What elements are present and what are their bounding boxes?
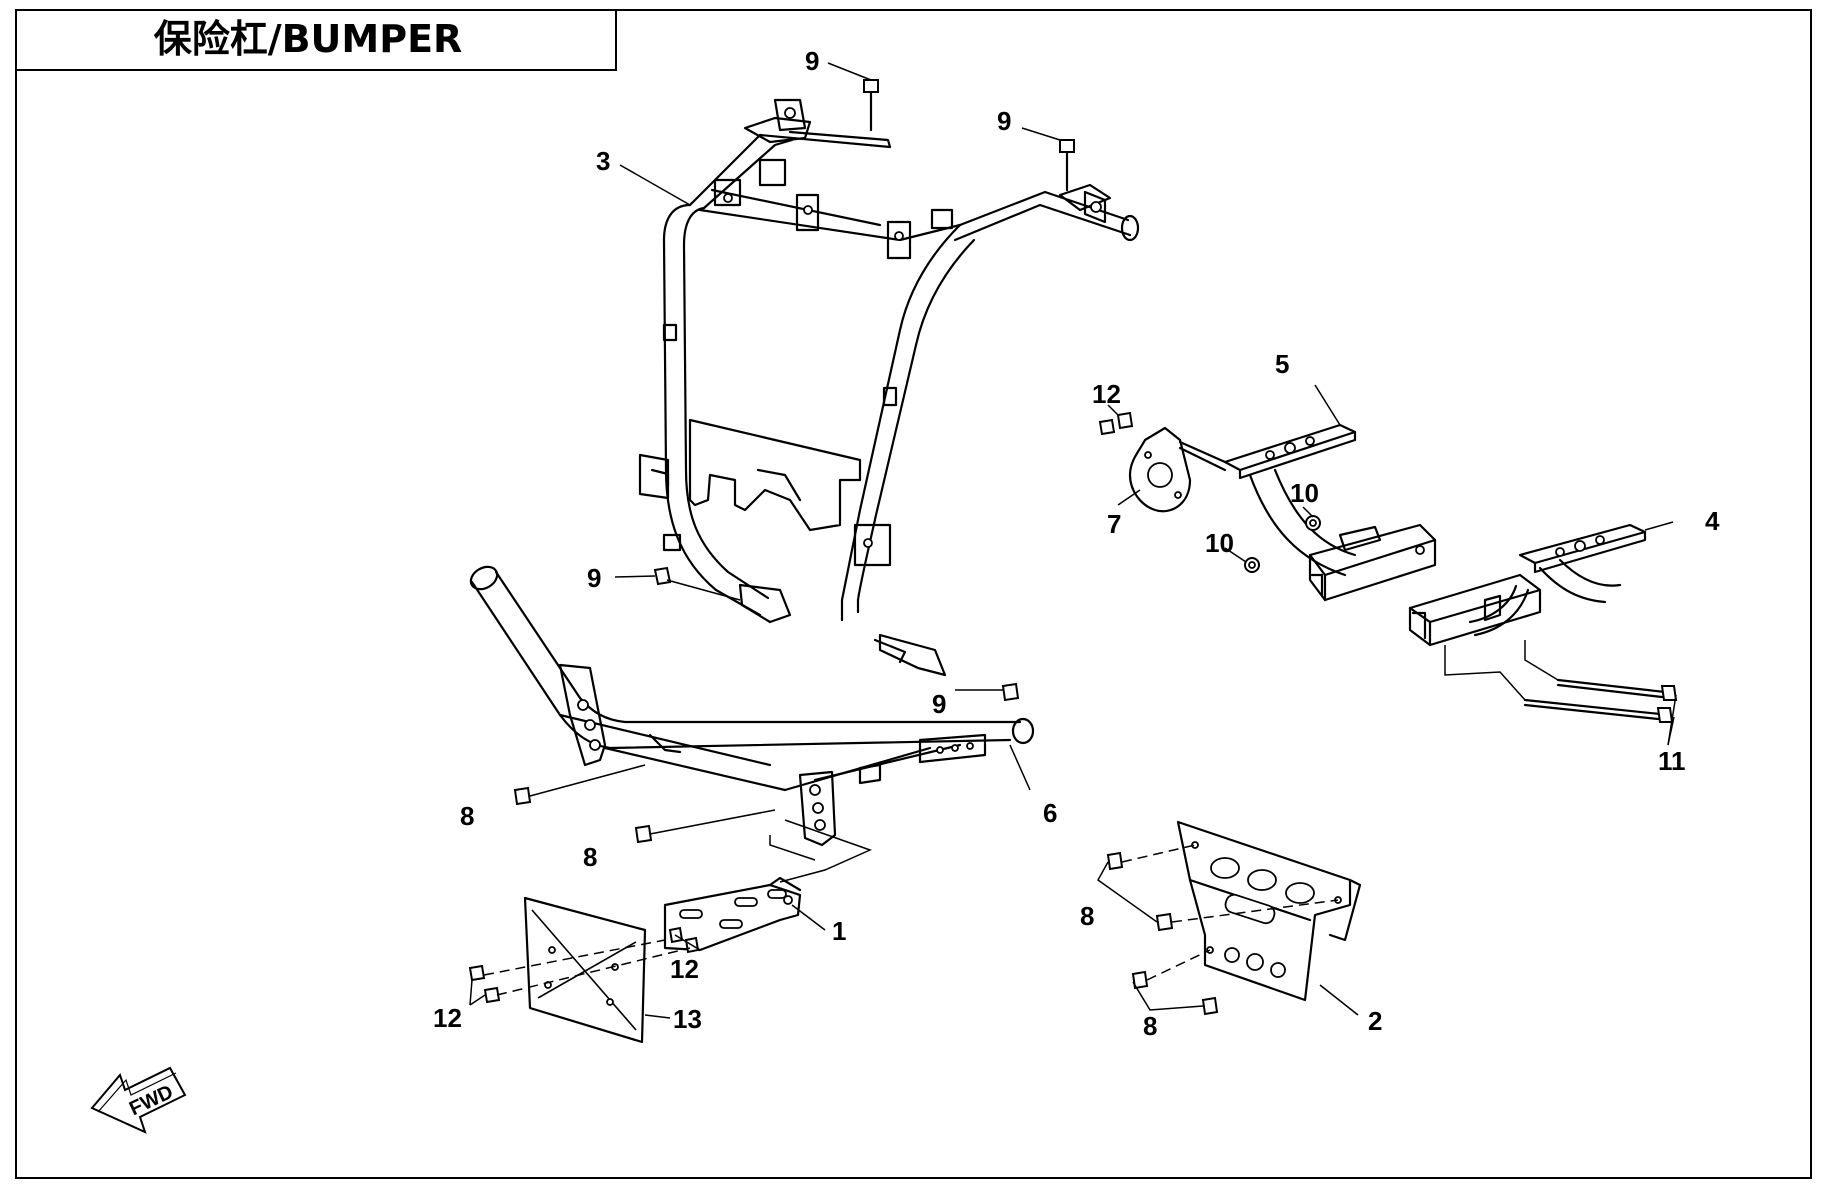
forward-arrow-icon: FWD [90,1066,187,1134]
part-4-receiver-bracket [1408,523,1647,647]
callout-8: 8 [583,842,597,872]
callout-6: 6 [1043,798,1057,828]
callout-10: 10 [1205,528,1234,558]
callout-12: 12 [433,1003,462,1033]
diagram-border [15,9,1812,1179]
callout-5: 5 [1275,349,1289,379]
callout-3: 3 [596,146,610,176]
callout-9: 9 [805,46,819,76]
callout-12: 12 [670,954,699,984]
part-6-front-bumper-tube [469,565,1035,847]
callout-labels: 9 9 3 5 12 10 7 10 4 9 9 11 6 8 8 1 12 8… [433,46,1720,1041]
callout-13: 13 [673,1004,702,1034]
callout-10: 10 [1290,478,1319,508]
fasteners [468,79,1321,1016]
callout-11: 11 [1658,746,1686,776]
callout-2: 2 [1368,1006,1382,1036]
callout-7: 7 [1107,509,1121,539]
callout-9: 9 [932,689,946,719]
alignment-lines [483,844,1339,996]
part-2-skid-plate [1176,820,1362,1002]
callout-1: 1 [832,916,846,946]
part-1-plate-bracket [663,819,873,952]
callout-8: 8 [1080,901,1094,931]
callout-9: 9 [587,563,601,593]
part-13-license-plate [523,896,647,1044]
part-7-fairlead-plate [1128,426,1192,513]
diagram-title: 保险杠/BUMPER [154,17,463,61]
part-5-mount-bracket [1178,423,1437,602]
title-box [15,9,617,71]
part-11-bolts [1444,640,1678,723]
part-3-upper-frame [638,98,1140,677]
callout-8: 8 [460,801,474,831]
callout-9: 9 [997,106,1011,136]
callout-4: 4 [1705,506,1720,536]
callout-8: 8 [1143,1011,1157,1041]
callout-12: 12 [1092,379,1121,409]
leader-lines [469,62,1677,1019]
